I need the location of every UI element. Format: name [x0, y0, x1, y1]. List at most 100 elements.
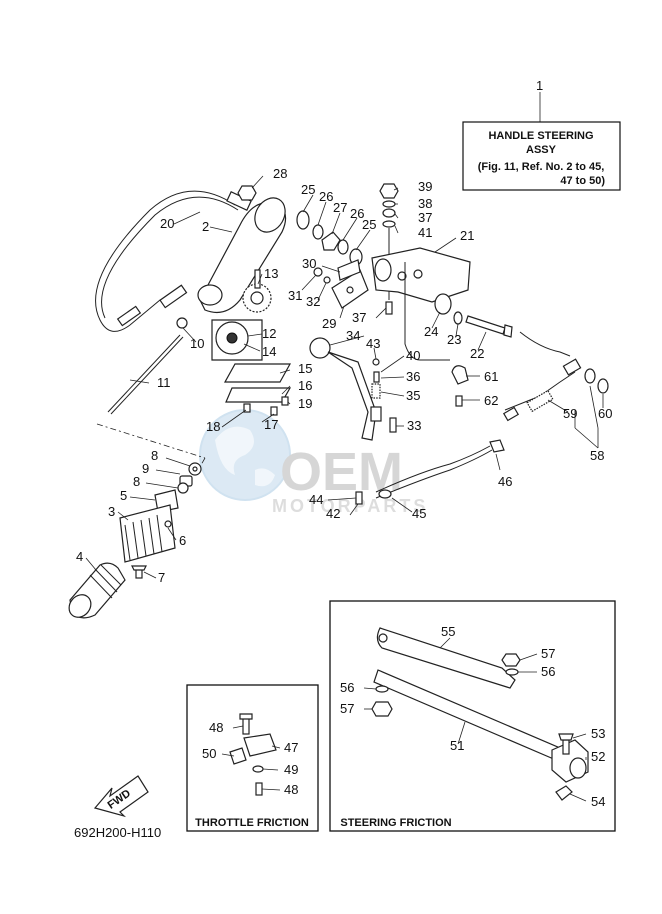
callout-19: 19 — [298, 396, 312, 411]
callout-62: 62 — [484, 393, 498, 408]
callout-1: 1 — [536, 78, 543, 93]
callout-41: 41 — [418, 225, 432, 240]
callout-44: 44 — [309, 492, 323, 507]
bracket-21-group — [309, 183, 609, 505]
callout-39: 39 — [418, 179, 432, 194]
throttle-grip — [119, 504, 176, 563]
callout-5: 5 — [120, 488, 127, 503]
assy-title-line2: ASSY — [526, 144, 557, 156]
callout-21: 21 — [460, 228, 474, 243]
callout-47: 47 — [284, 740, 298, 755]
callout-32: 32 — [306, 294, 320, 309]
callout-60: 60 — [598, 406, 612, 421]
callout-43: 43 — [366, 336, 380, 351]
nut-28 — [237, 185, 257, 201]
callout-46: 46 — [498, 474, 512, 489]
callout-30: 30 — [302, 256, 316, 271]
callout-18: 18 — [206, 419, 220, 434]
callout-36: 36 — [406, 369, 420, 384]
callout-52: 52 — [591, 749, 605, 764]
callout-8a: 8 — [151, 448, 158, 463]
assy-note-line2: 47 to 50) — [560, 175, 605, 187]
lever-knob-34 — [309, 337, 331, 359]
lever-34 — [327, 351, 377, 441]
callout-29: 29 — [322, 316, 336, 331]
callout-37b: 37 — [352, 310, 366, 325]
callout-28: 28 — [273, 166, 287, 181]
friction-link-55 — [376, 627, 516, 689]
callout-42: 42 — [326, 506, 340, 521]
grip-assembly — [68, 462, 202, 619]
callout-58: 58 — [590, 448, 604, 463]
callout-31: 31 — [288, 288, 302, 303]
plate-16 — [225, 387, 292, 403]
callout-14: 14 — [262, 344, 276, 359]
assy-note-line1: (Fig. 11, Ref. No. 2 to 45, — [478, 161, 605, 173]
callout-11: 11 — [157, 375, 171, 390]
callout-25a: 25 — [301, 182, 315, 197]
callout-48b: 48 — [284, 782, 298, 797]
callout-numbers: 1 28 20 2 25 26 27 26 25 39 38 37 41 21 … — [76, 78, 612, 809]
callout-45: 45 — [412, 506, 426, 521]
shift-cable-45 — [375, 449, 493, 499]
steering-friction-box: STEERING FRICTION — [329, 600, 616, 832]
watermark-sub: MOTORPARTS — [272, 496, 428, 516]
callout-59: 59 — [563, 406, 577, 421]
callout-49: 49 — [284, 762, 298, 777]
callout-13: 13 — [264, 266, 278, 281]
handle-bracket-group — [95, 185, 292, 416]
callout-15: 15 — [298, 361, 312, 376]
callout-38: 38 — [418, 196, 432, 211]
callout-48a: 48 — [209, 720, 223, 735]
callout-7: 7 — [158, 570, 165, 585]
callout-51: 51 — [450, 738, 464, 753]
assy-note-frame — [462, 121, 621, 191]
steering-friction-title: STEERING FRICTION — [340, 817, 451, 829]
callout-23: 23 — [447, 332, 461, 347]
callout-54: 54 — [591, 794, 605, 809]
callout-22: 22 — [470, 346, 484, 361]
callout-35: 35 — [406, 388, 420, 403]
watermark-continents — [215, 426, 275, 487]
callout-57a: 57 — [541, 646, 555, 661]
throttle-friction-box: THROTTLE FRICTION — [186, 684, 319, 832]
friction-rod-51 — [373, 669, 561, 761]
callout-57b: 57 — [340, 701, 354, 716]
callout-4: 4 — [76, 549, 83, 564]
throttle-cable — [95, 190, 236, 332]
shift-rod — [107, 334, 181, 413]
callout-10: 10 — [190, 336, 204, 351]
fwd-arrow-icon: FWD — [93, 775, 149, 818]
callout-61: 61 — [484, 369, 498, 384]
callout-6: 6 — [179, 533, 186, 548]
callout-40: 40 — [406, 348, 420, 363]
callout-53: 53 — [591, 726, 605, 741]
throttle-friction-title: THROTTLE FRICTION — [195, 817, 309, 829]
callout-24: 24 — [424, 324, 438, 339]
callout-2: 2 — [202, 219, 209, 234]
callout-33: 33 — [407, 418, 421, 433]
washer-stack — [296, 210, 369, 309]
callout-3: 3 — [108, 504, 115, 519]
callout-25b: 25 — [362, 217, 376, 232]
handle-steering-assy-box: HANDLE STEERING ASSY (Fig. 11, Ref. No. … — [462, 92, 621, 191]
callout-16: 16 — [298, 378, 312, 393]
watermark: OEM MOTORPARTS — [199, 409, 428, 516]
steering-friction-frame — [329, 600, 616, 832]
callout-27: 27 — [333, 200, 347, 215]
callout-37a: 37 — [418, 210, 432, 225]
callout-56a: 56 — [541, 664, 555, 679]
callout-12: 12 — [262, 326, 276, 341]
callout-34: 34 — [346, 328, 360, 343]
callout-8b: 8 — [133, 474, 140, 489]
callout-50: 50 — [202, 746, 216, 761]
throttle-friction-frame — [186, 684, 319, 832]
callout-56b: 56 — [340, 680, 354, 695]
leader-lines — [85, 175, 604, 802]
diagram-code: 692H200-H110 — [74, 825, 161, 840]
callout-9: 9 — [142, 461, 149, 476]
callout-17: 17 — [264, 417, 278, 432]
callout-26a: 26 — [319, 189, 333, 204]
assy-title-line1: HANDLE STEERING — [488, 130, 593, 142]
